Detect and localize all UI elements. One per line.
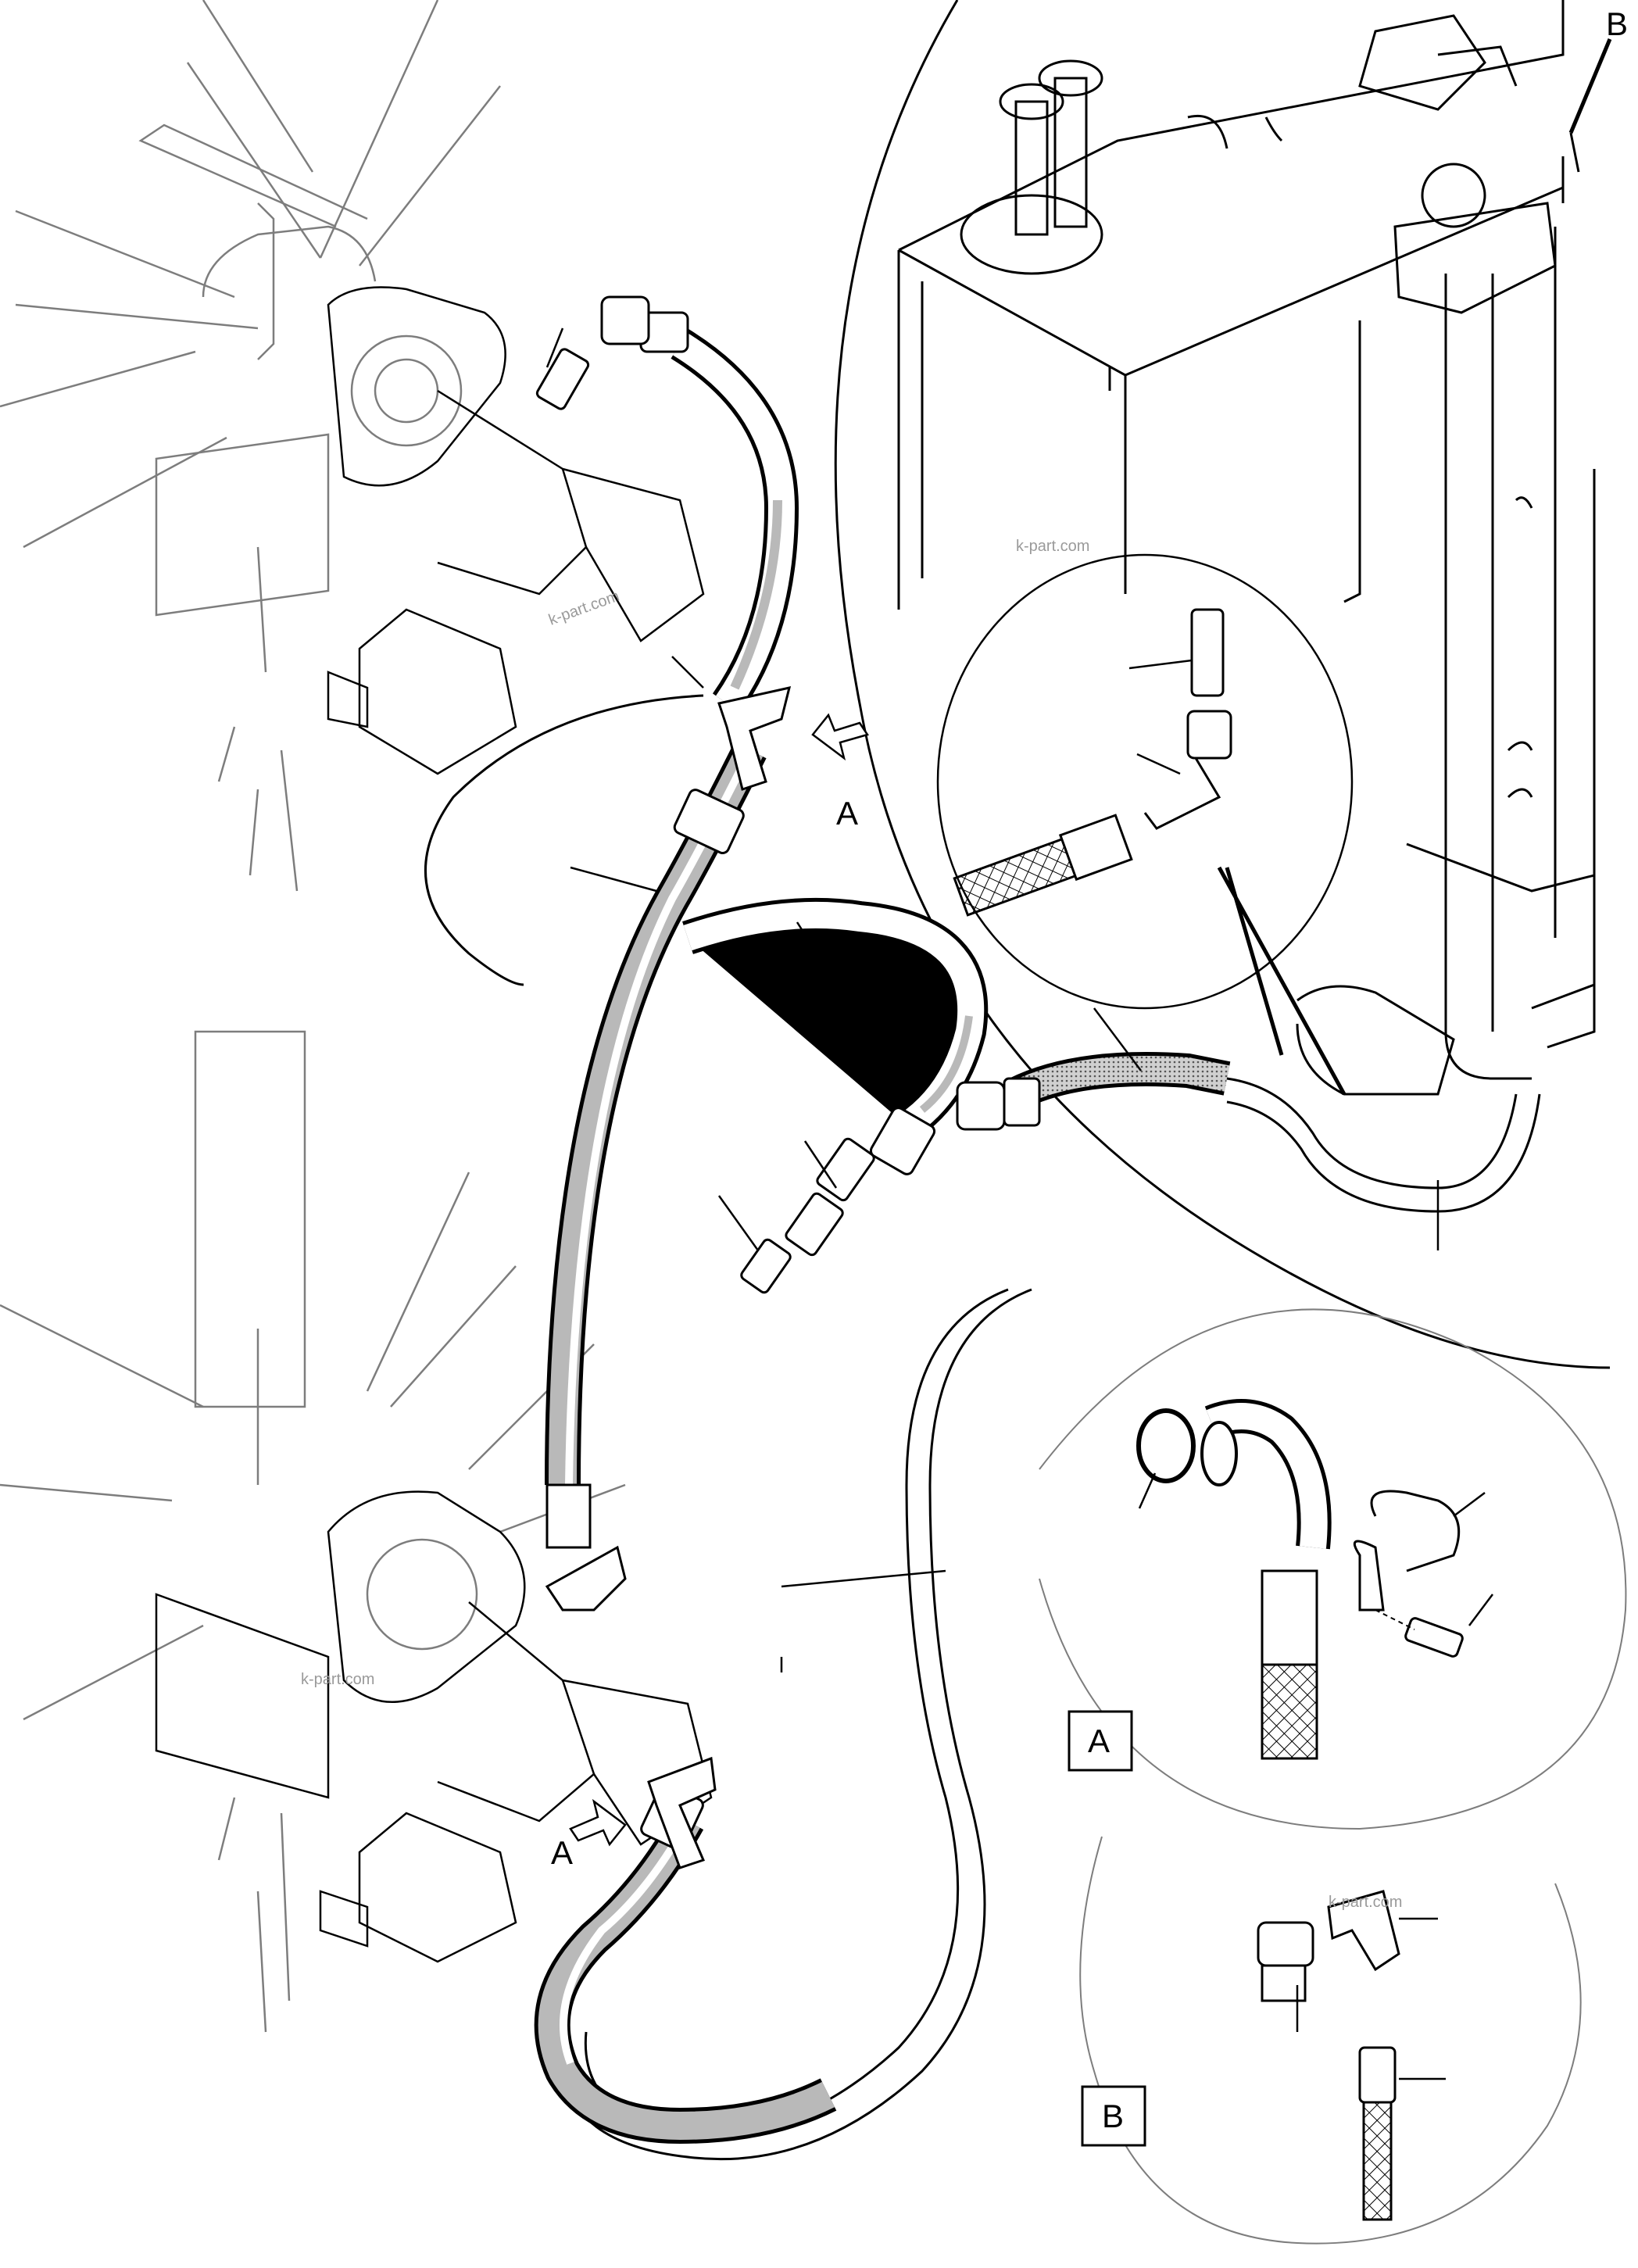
detail-a-box <box>1068 1710 1133 1772</box>
callout-arrow-a-top <box>811 713 869 761</box>
top-fan-motor-assembly <box>0 0 705 892</box>
callout-arrow-a-bottom <box>569 1798 627 1847</box>
hose-bottom-long <box>560 1288 1032 2161</box>
hose-to-tank <box>956 1052 1541 1213</box>
callout-label-a-bottom: A <box>551 1834 573 1871</box>
watermark-2: k-part.com <box>546 588 621 629</box>
watermark-4: k-part.com <box>1329 1894 1402 1911</box>
detail-circle-a <box>1039 1308 1627 1830</box>
watermark-3: k-part.com <box>301 1671 374 1688</box>
hose-middle <box>682 897 989 1175</box>
hose-left-arc <box>424 694 704 986</box>
callout-label-a-top: A <box>836 795 858 832</box>
middle-fittings <box>740 1137 875 1294</box>
detail-circle-fittings <box>936 553 1354 1010</box>
oil-tank <box>897 0 1596 1096</box>
leader-lines <box>545 38 1612 1672</box>
detail-circle-b <box>1079 1836 1582 2245</box>
bottom-fan-motor-assembly <box>0 1030 713 2033</box>
hose-top <box>535 295 799 714</box>
detail-a-box-label: A <box>1088 1722 1110 1759</box>
hose-central-long <box>545 686 792 1612</box>
detail-b-box <box>1081 2085 1146 2147</box>
watermark-1: k-part.com <box>1016 538 1089 555</box>
hose-bottom-grey <box>534 1756 837 2145</box>
detail-b-box-label: B <box>1102 2098 1124 2134</box>
callout-label-b-top: B <box>1606 5 1628 42</box>
